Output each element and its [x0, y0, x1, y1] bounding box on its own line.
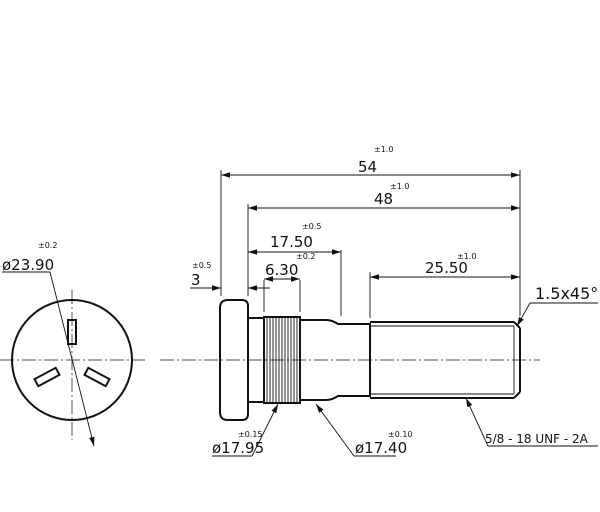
shank-diameter-callout: ø17.40 ±0.10	[315, 403, 413, 457]
head-diameter-label: ø23.90	[2, 256, 54, 274]
stud-head	[219, 299, 249, 421]
thread-callout: 5/8 - 18 UNF - 2A	[465, 397, 598, 447]
dimension-lines: 54 ±1.0 48 ±1.0 17.50 ±0.5 3 ±0.5 6.30 ±…	[190, 145, 520, 291]
shank-diameter-leader	[315, 403, 355, 457]
chamfer-callout: 1.5x45°	[516, 284, 598, 327]
knurl-length-label: 6.30	[265, 261, 298, 279]
extension-lines	[220, 170, 521, 318]
knurl-lines	[266, 318, 298, 402]
knurl-to-shoulder-label: 17.50	[270, 233, 313, 251]
knurl-diameter-leader	[251, 403, 279, 457]
knurl-length-tolerance: ±0.2	[296, 252, 315, 261]
head-diameter-tolerance: ±0.2	[38, 241, 57, 250]
thread-leader	[465, 397, 489, 447]
thread-length-tolerance: ±1.0	[457, 252, 476, 261]
end-view-slot-left	[33, 366, 61, 388]
knurled-section	[263, 316, 301, 404]
shank-diameter-label: ø17.40	[355, 439, 407, 457]
shank	[325, 319, 371, 401]
head-thickness-label: 3	[191, 271, 201, 289]
thread-to-end-label: 48	[374, 190, 393, 208]
overall-length-label: 54	[358, 158, 377, 176]
knurl-diameter-label: ø17.95	[212, 439, 264, 457]
end-view: ø23.90 ±0.2	[0, 241, 145, 447]
chamfer-label: 1.5x45°	[535, 284, 598, 303]
knurl-diameter-callout: ø17.95 ±0.15	[212, 403, 279, 457]
knurl-diameter-tolerance: ±0.15	[238, 430, 263, 439]
side-view	[160, 299, 540, 421]
thread-length-label: 25.50	[425, 259, 468, 277]
thread-spec-label: 5/8 - 18 UNF - 2A	[485, 432, 589, 446]
shank-diameter-tolerance: ±0.10	[388, 430, 413, 439]
chamfer-leader	[516, 302, 531, 327]
end-view-slot-top	[67, 319, 77, 345]
thread-to-end-tolerance: ±1.0	[390, 182, 409, 191]
end-view-slot-right	[83, 366, 111, 388]
head-diameter-leader	[49, 271, 95, 447]
head-thickness-tolerance: ±0.5	[192, 261, 211, 270]
overall-length-tolerance: ±1.0	[374, 145, 393, 154]
knurl-to-shoulder-tolerance: ±0.5	[302, 222, 321, 231]
